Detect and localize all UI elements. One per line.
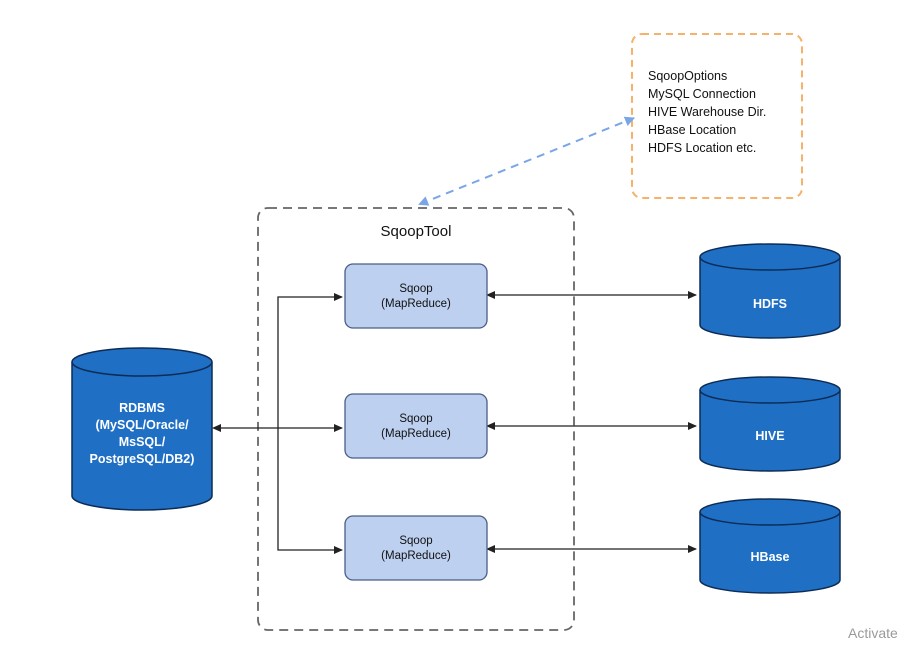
hbase-database: HBase	[699, 498, 841, 594]
options-note-line: HIVE Warehouse Dir.	[648, 105, 766, 119]
options-note-line: HBase Location	[648, 123, 736, 137]
activate-watermark: Activate	[848, 625, 898, 641]
branch-to-sqoop-bottom-arrow	[277, 428, 343, 554]
sqoop-node: Sqoop (MapReduce)	[344, 515, 488, 581]
options-link-connector	[418, 116, 635, 206]
hbase-label: HBase	[751, 550, 790, 564]
hive-database: HIVE	[699, 376, 841, 472]
sqoop-tool-group: SqoopTool	[257, 207, 575, 631]
rdbms-label-line: PostgreSQL/DB2)	[90, 452, 195, 466]
options-note-line: SqoopOptions	[648, 69, 727, 83]
sqoop-node-title: Sqoop	[399, 535, 432, 547]
sqoop-node-box	[344, 393, 488, 459]
sqoop-node-subtitle: (MapReduce)	[381, 298, 451, 310]
database-cylinder-icon	[699, 243, 841, 339]
sqoop-node-title: Sqoop	[399, 413, 432, 425]
hive-label: HIVE	[755, 429, 784, 443]
sqoop-node: Sqoop (MapReduce)	[344, 263, 488, 329]
sqoop-node-subtitle: (MapReduce)	[381, 428, 451, 440]
database-cylinder-icon	[699, 498, 841, 594]
rdbms-label-line: RDBMS	[119, 401, 165, 415]
rdbms-connectors	[212, 293, 343, 554]
sqoop-node-box	[344, 263, 488, 329]
sqoop-node: Sqoop (MapReduce)	[344, 393, 488, 459]
database-cylinder-icon	[699, 376, 841, 472]
sqoop-node-title: Sqoop	[399, 283, 432, 295]
hdfs-database: HDFS	[699, 243, 841, 339]
rdbms-database: RDBMS (MySQL/Oracle/ MsSQL/ PostgreSQL/D…	[71, 347, 213, 511]
sqoop-tool-border	[257, 207, 575, 631]
branch-to-sqoop-top-arrow	[277, 293, 343, 428]
sqoop-tool-title: SqoopTool	[381, 223, 452, 240]
sqoop-node-subtitle: (MapReduce)	[381, 550, 451, 562]
sqoop-options-note: SqoopOptions MySQL Connection HIVE Wareh…	[631, 33, 803, 199]
target-connectors	[486, 291, 697, 553]
sqoop-node-box	[344, 515, 488, 581]
rdbms-label-line: MsSQL/	[119, 435, 166, 449]
database-cylinder-icon	[71, 347, 213, 511]
rdbms-label-line: (MySQL/Oracle/	[95, 418, 189, 432]
hdfs-label: HDFS	[753, 297, 787, 311]
options-note-border	[631, 33, 803, 199]
options-note-line: MySQL Connection	[648, 87, 756, 101]
options-note-line: HDFS Location etc.	[648, 141, 756, 155]
